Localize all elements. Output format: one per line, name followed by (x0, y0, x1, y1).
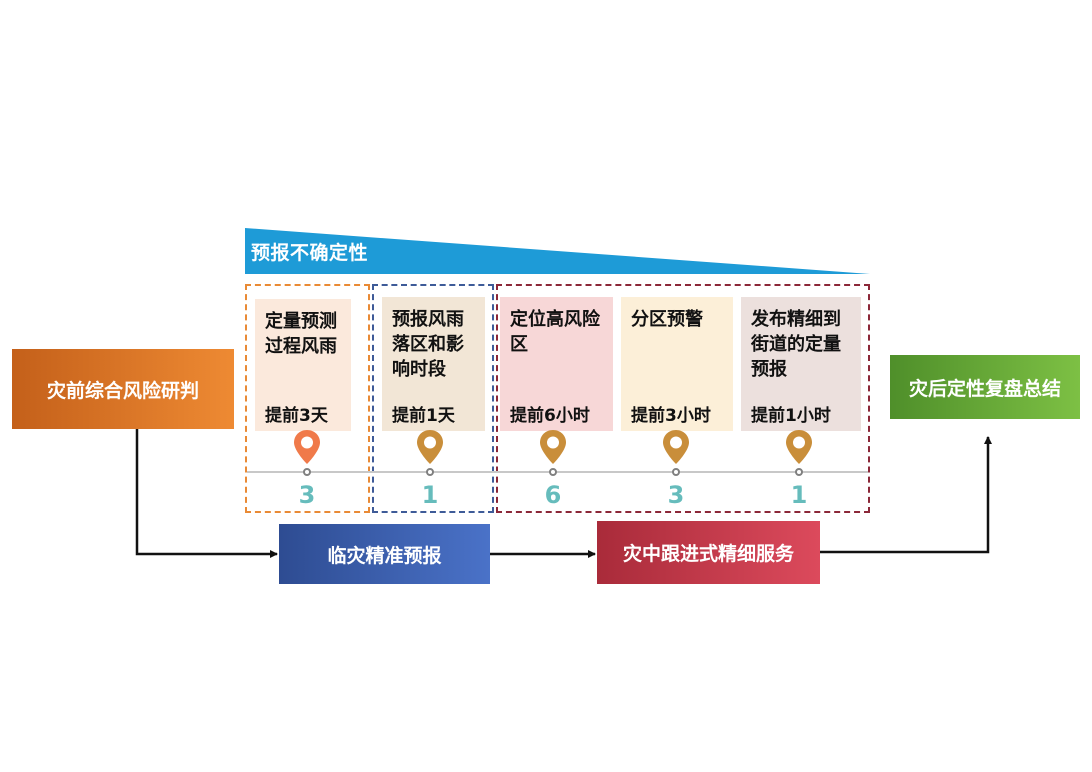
card-3: 定位高风险区 提前6小时 (500, 297, 613, 431)
post-disaster-box: 灾后定性复盘总结 (890, 355, 1080, 419)
timeline-node (549, 468, 557, 476)
uncertainty-wedge (245, 228, 870, 274)
lead-digit: 1 (421, 481, 439, 509)
card-title: 定量预测过程风雨 (265, 311, 337, 357)
card-lead-time: 提前1天 (392, 406, 455, 426)
map-pin-icon (540, 430, 566, 464)
pre-disaster-label: 灾前综合风险研判 (46, 379, 199, 402)
timeline-node (303, 468, 311, 476)
card-4: 分区预警 提前3小时 (621, 297, 733, 431)
lead-digit: 3 (667, 481, 685, 509)
lead-digit: 3 (298, 481, 316, 509)
during-disaster-label: 灾中跟进式精细服务 (622, 543, 794, 565)
card-title: 预报风雨落区和影响时段 (392, 309, 464, 380)
frame-pre-disaster (245, 284, 370, 513)
card-title: 发布精细到街道的定量预报 (751, 309, 841, 380)
map-pin-icon (663, 430, 689, 464)
card-lead-time: 提前6小时 (510, 406, 590, 426)
timeline-line (247, 471, 868, 473)
card-lead-time: 提前3天 (265, 406, 328, 426)
lead-digit: 6 (544, 481, 562, 509)
frame-imminent-forecast (372, 284, 494, 513)
map-pin-icon (417, 430, 443, 464)
timeline-node (672, 468, 680, 476)
card-title: 定位高风险区 (510, 309, 600, 355)
pre-disaster-box: 灾前综合风险研判 (12, 349, 234, 429)
imminent-forecast-label: 临灾精准预报 (327, 544, 442, 567)
card-lead-time: 提前3小时 (631, 406, 711, 426)
card-title: 分区预警 (631, 309, 703, 330)
card-5: 发布精细到街道的定量预报 提前1小时 (741, 297, 861, 431)
post-disaster-label: 灾后定性复盘总结 (908, 377, 1061, 400)
map-pin-icon (786, 430, 812, 464)
imminent-forecast-box: 临灾精准预报 (279, 524, 490, 584)
map-pin-icon (294, 430, 320, 464)
timeline-node (795, 468, 803, 476)
card-1: 定量预测过程风雨 提前3天 (255, 299, 351, 431)
card-lead-time: 提前1小时 (751, 406, 831, 426)
during-disaster-box: 灾中跟进式精细服务 (597, 521, 820, 584)
uncertainty-label: 预报不确定性 (251, 242, 369, 264)
lead-digit: 1 (790, 481, 808, 509)
timeline-node (426, 468, 434, 476)
frame-during-disaster (496, 284, 870, 513)
card-2: 预报风雨落区和影响时段 提前1天 (382, 297, 485, 431)
